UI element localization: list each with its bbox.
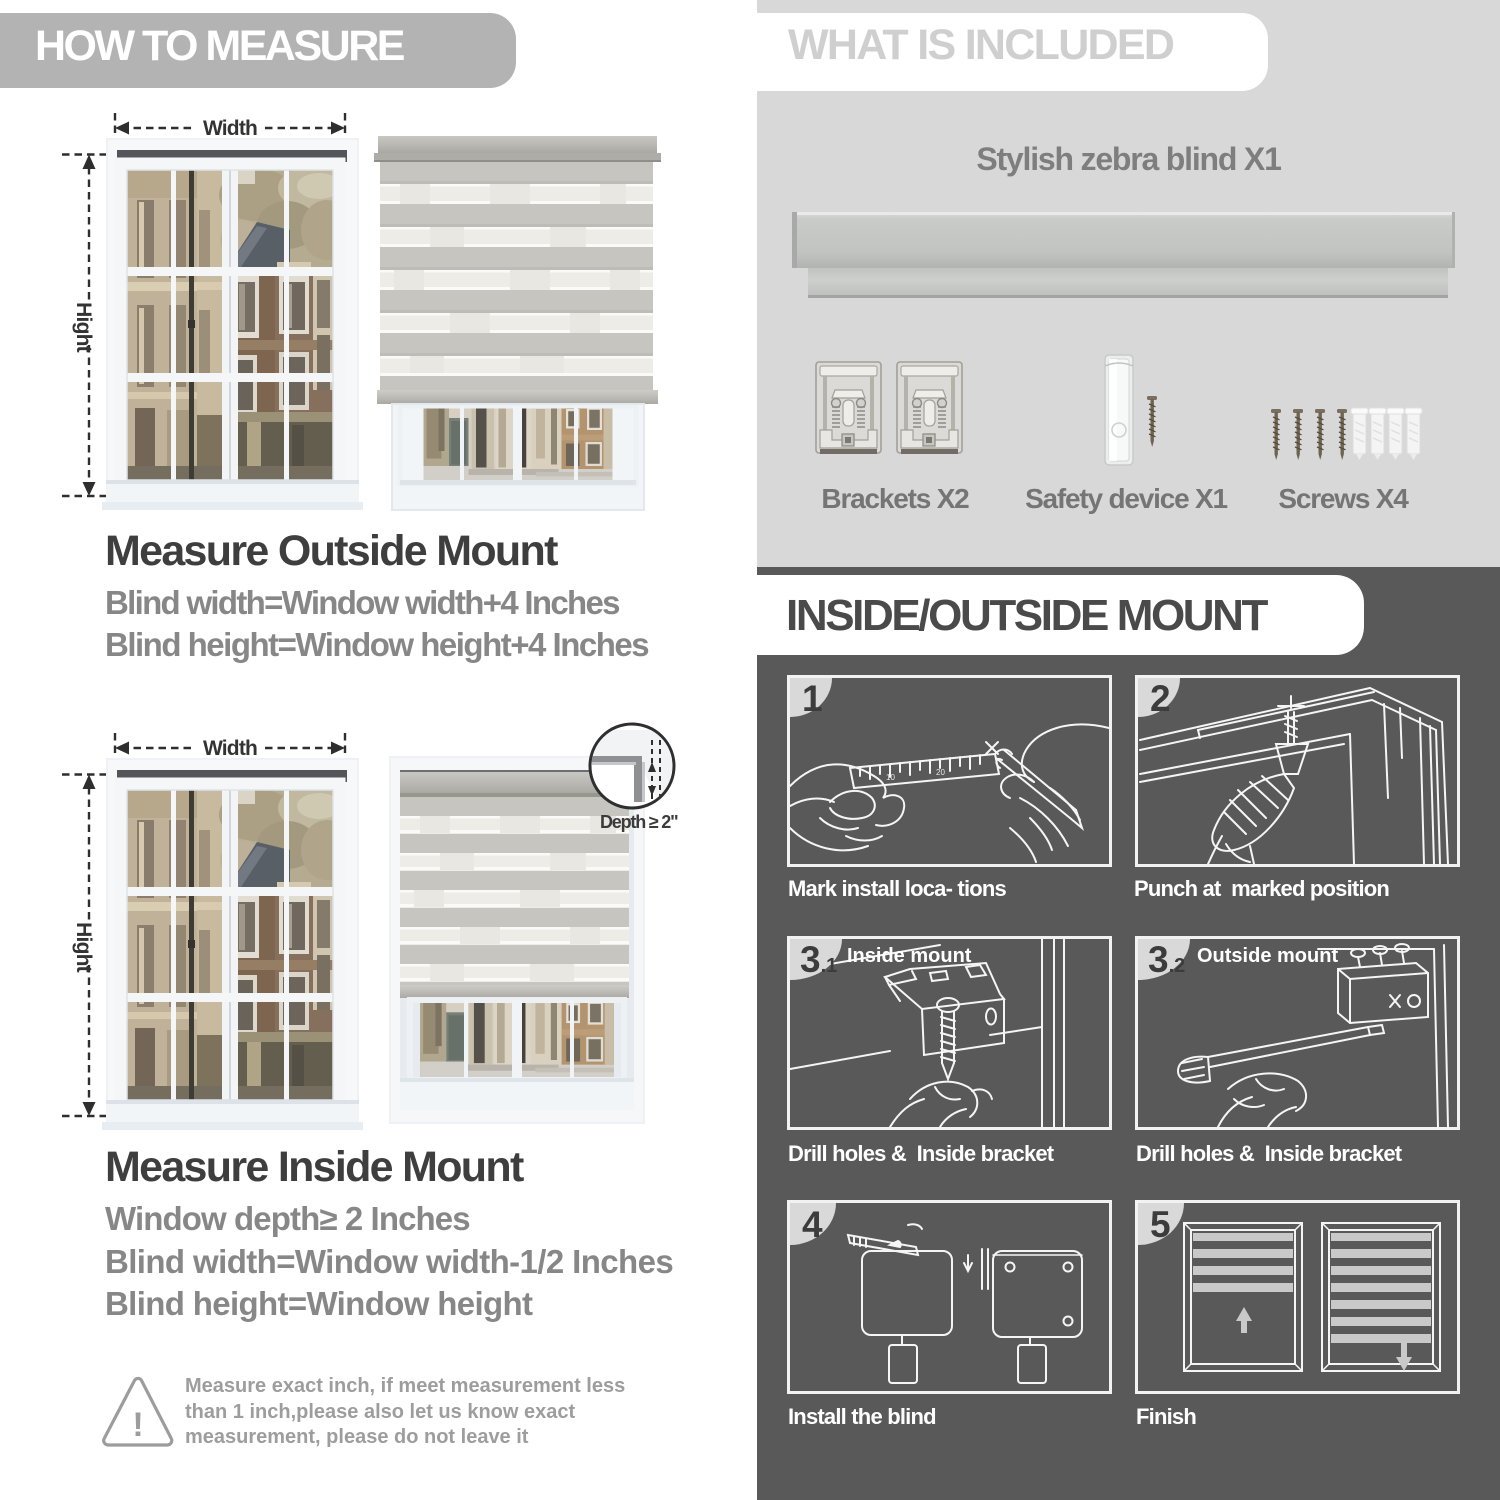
svg-text:10: 10 [886,773,895,782]
svg-text:!: ! [132,1406,143,1444]
svg-text:20: 20 [936,768,945,777]
svg-text:Width: Width [203,737,257,760]
svg-text:Hight: Hight [72,302,95,352]
svg-text:Hight: Hight [72,922,95,972]
svg-text:Width: Width [203,117,257,140]
